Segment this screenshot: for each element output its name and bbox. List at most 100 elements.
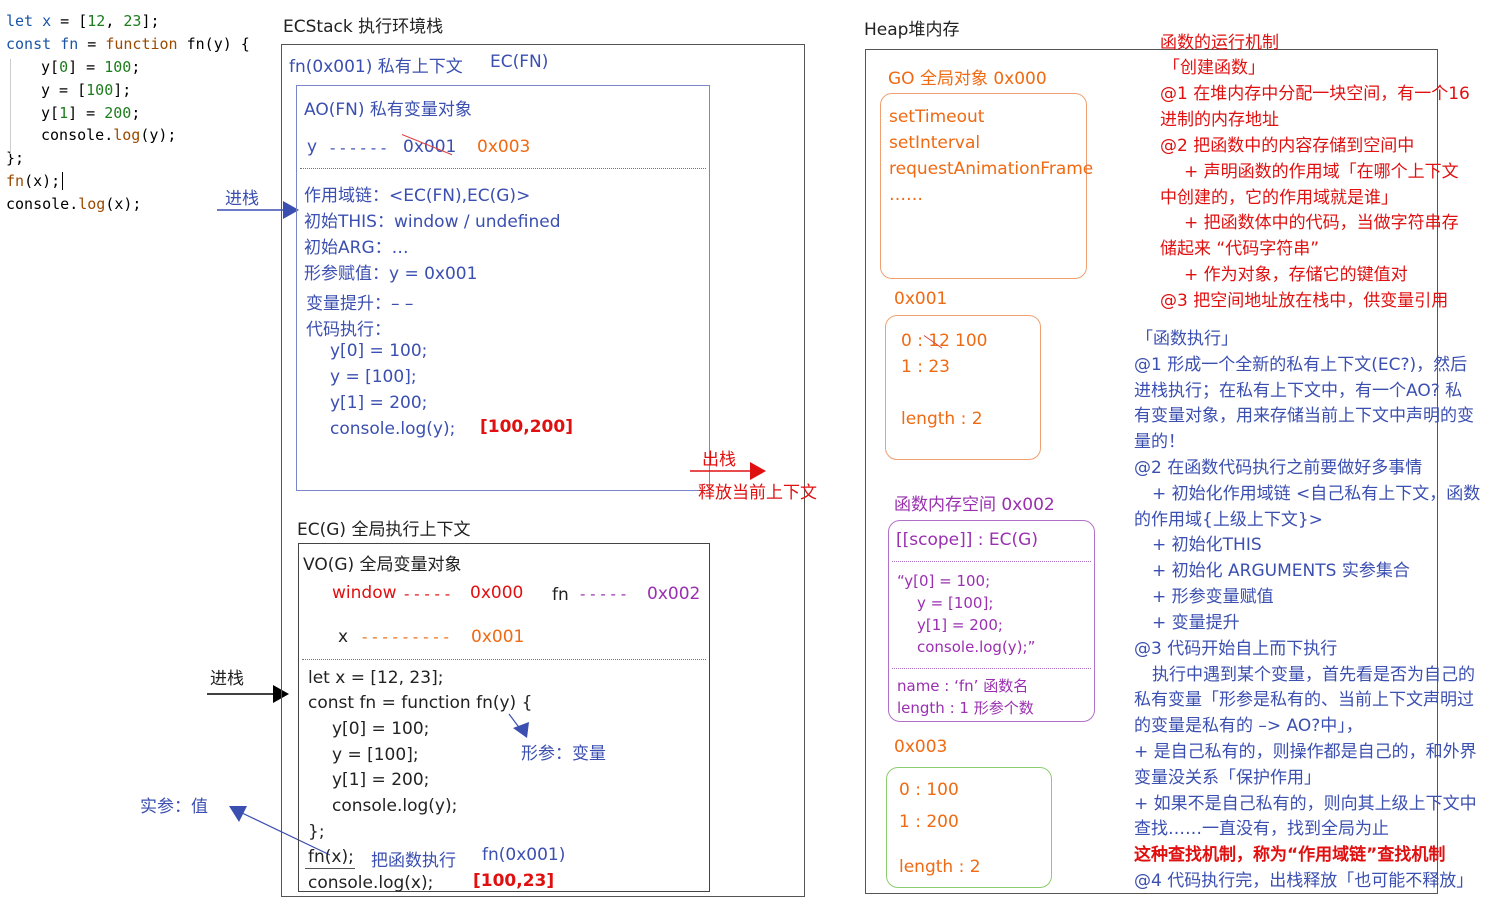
- fn-heap-divider-1: [892, 561, 1091, 562]
- exec-note-1: @1 形成一个全新的私有上下文(EC?)，然后: [1134, 355, 1468, 375]
- exec-note-12: @3 代码开始自上而下执行: [1134, 639, 1338, 659]
- heap-title: Heap堆内存: [864, 20, 960, 40]
- fn-ec-title: fn(0x001) 私有上下文: [289, 57, 463, 77]
- vo-x: x: [338, 627, 349, 647]
- create-line-5: 中创建的，它的作用域就是谁」: [1160, 188, 1398, 208]
- param-note: 形参：变量: [521, 744, 606, 764]
- fn-code-2: y = [100];: [917, 594, 994, 612]
- g-log: console.log(x);: [308, 873, 434, 893]
- fn-heap-label: 函数内存空间 0x002: [894, 495, 1055, 515]
- exec-note-5: @2 在函数代码执行之前要做好多事情: [1134, 458, 1423, 478]
- code-line-9: console.log(x);: [6, 195, 142, 213]
- vo-window: window: [332, 583, 397, 603]
- init-this: 初始THIS：window / undefined: [304, 212, 561, 232]
- arr3-item-1: 1 : 200: [899, 812, 959, 832]
- exec-note-18: + 如果不是自己私有的，则向其上级上下文中: [1134, 794, 1477, 814]
- exec-note-7: 的作用域{上级上下文}>: [1134, 510, 1323, 530]
- code-line-5: y[1] = 200;: [41, 104, 141, 122]
- arr3-box: [886, 767, 1052, 888]
- fn-heap-divider-2: [892, 668, 1091, 669]
- vo-x-addr: 0x001: [471, 627, 525, 647]
- ao-divider: [300, 168, 706, 169]
- param-assign: 形参赋值：y = 0x001: [304, 264, 478, 284]
- g-ec-box: [298, 543, 710, 892]
- arr1-box: [885, 315, 1041, 460]
- fn-ec-tag: EC(FN): [490, 52, 549, 72]
- exec-note-6: + 初始化作用域链 <自己私有上下文，函数: [1152, 484, 1481, 504]
- code-line-2: const fn = function fn(y) {: [6, 35, 250, 53]
- scope-chain-note: 这种查找机制，称为“作用域链”查找机制: [1134, 845, 1446, 865]
- arr1-item-1: 1 : 23: [901, 357, 950, 377]
- mechanism-title: 函数的运行机制: [1160, 33, 1279, 53]
- push-arrow-bottom: [207, 685, 289, 703]
- exec-note-15: 的变量是私有的 –> AO?中」，: [1134, 716, 1363, 736]
- go-item-2: setInterval: [889, 133, 981, 153]
- ao-var-y-dash: - - - - - -: [330, 139, 387, 157]
- push-label-bottom: 进栈: [210, 669, 244, 689]
- pop-note: @4 代码执行完，出栈释放「也可能不释放」: [1134, 871, 1474, 891]
- exec-note-11: + 变量提升: [1152, 613, 1240, 633]
- vo-window-addr: 0x000: [470, 583, 524, 603]
- init-args: 初始ARG：…: [304, 238, 409, 258]
- arr1-item-0: 0 : 12: [901, 331, 950, 351]
- fn-scope: [[scope]] : EC(G): [896, 530, 1038, 550]
- code-line-7: };: [6, 149, 25, 167]
- ao-var-y: y: [307, 137, 318, 157]
- heap-frame: [865, 49, 1438, 894]
- create-line-1: @1 在堆内存中分配一块空间，有一个16: [1160, 84, 1470, 104]
- g-log-result: [100,23]: [473, 871, 555, 891]
- g-call-addr: fn(0x001): [482, 845, 566, 865]
- go-item-3: requestAnimationFrame: [889, 159, 1094, 179]
- ao-title: AO(FN) 私有变量对象: [304, 100, 472, 120]
- param-arrow: [508, 713, 529, 738]
- fn-code-3: y[1] = 200;: [917, 616, 1003, 634]
- ao-var-y-new: 0x003: [477, 137, 531, 157]
- g-call-note: 把函数执行: [371, 851, 456, 871]
- exec-note-14: 私有变量「形参是私有的、当前上下文声明过: [1134, 690, 1474, 710]
- arr3-item-0: 0 : 100: [899, 780, 959, 800]
- ecstack-title: ECStack 执行环境栈: [283, 17, 444, 37]
- vo-x-dash: - - - - - - - - -: [362, 628, 449, 646]
- g-code-1: let x = [12, 23];: [308, 668, 444, 688]
- exec-note-10: + 形参变量赋值: [1152, 587, 1274, 607]
- code-line-4: y = [100];: [41, 81, 132, 99]
- exec-note-13: 执行中遇到某个变量，首先看是否为自己的: [1152, 665, 1475, 685]
- push-label-top: 进栈: [225, 189, 259, 209]
- exec-title: 「函数执行」: [1136, 329, 1238, 349]
- pop-sub: 释放当前上下文: [698, 483, 817, 503]
- arr1-length: length : 2: [901, 409, 983, 429]
- arr3-length: length : 2: [899, 857, 981, 877]
- arr1-item-0-new: 100: [955, 331, 988, 351]
- exec-line-1: y[0] = 100;: [330, 341, 428, 361]
- code-line-3: y[0] = 100;: [41, 58, 141, 76]
- code-indent-guide: [10, 59, 11, 154]
- create-line-7: 储起来 “代码字符串”: [1160, 239, 1320, 259]
- pop-arrow: [690, 462, 766, 480]
- code-exec: 代码执行：: [306, 320, 391, 340]
- go-item-4: ……: [889, 185, 923, 205]
- g-code-6: console.log(y);: [332, 796, 458, 816]
- exec-note-2: 进栈执行；在私有上下文中，有一个AO? 私: [1134, 381, 1463, 401]
- exec-note-4: 量的！: [1134, 432, 1185, 452]
- go-title: GO 全局对象 0x000: [888, 69, 1047, 89]
- create-line-2: 进制的内存地址: [1160, 110, 1279, 130]
- create-line-9: @3 把空间地址放在栈中，供变量引用: [1160, 291, 1449, 311]
- g-call: fn(x);: [308, 847, 354, 867]
- vo-title: VO(G) 全局变量对象: [303, 555, 462, 575]
- g-code-4: y = [100];: [332, 745, 419, 765]
- create-title: 「创建函数」: [1163, 58, 1265, 78]
- vo-fn: fn: [552, 585, 569, 605]
- exec-note-8: + 初始化THIS: [1152, 535, 1262, 555]
- exec-note-19: 查找……一直没有，找到全局为止: [1134, 819, 1389, 839]
- g-code-5: y[1] = 200;: [332, 770, 430, 790]
- ecstack-frame: [281, 44, 805, 897]
- vo-divider: [302, 659, 706, 660]
- arr1-label: 0x001: [894, 289, 948, 309]
- fn-name: name : ‘fn’ 函数名: [897, 677, 1029, 695]
- exec-note-9: + 初始化 ARGUMENTS 实参集合: [1152, 561, 1410, 581]
- fn-code-1: “y[0] = 100;: [897, 572, 991, 590]
- fn-code-4: console.log(y);”: [917, 638, 1036, 656]
- arr3-label: 0x003: [894, 737, 948, 757]
- exec-line-3: y[1] = 200;: [330, 393, 428, 413]
- create-line-8: + 作为对象，存储它的键值对: [1184, 265, 1408, 285]
